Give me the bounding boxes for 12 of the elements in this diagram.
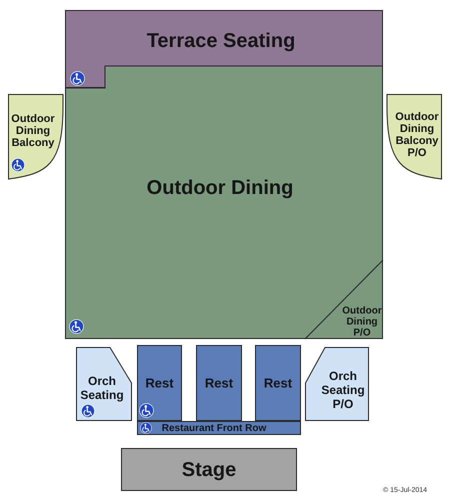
section-label: Rest <box>264 376 292 390</box>
section-label: Orch Seating P/O <box>321 369 365 411</box>
section-label: Outdoor Dining Balcony P/O <box>395 111 439 159</box>
section-label: Rest <box>145 376 174 390</box>
section-label: Outdoor Dining <box>146 177 294 199</box>
stage-label: Stage <box>182 459 236 481</box>
section-label: Orch Seating <box>80 374 124 402</box>
section-label: Outdoor Dining P/O <box>342 306 382 338</box>
section-label: Restaurant Front Row <box>162 424 266 434</box>
section-label: Outdoor Dining Balcony <box>11 113 55 149</box>
section-label: Terrace Seating <box>146 30 296 52</box>
section-label: Rest <box>204 376 234 390</box>
